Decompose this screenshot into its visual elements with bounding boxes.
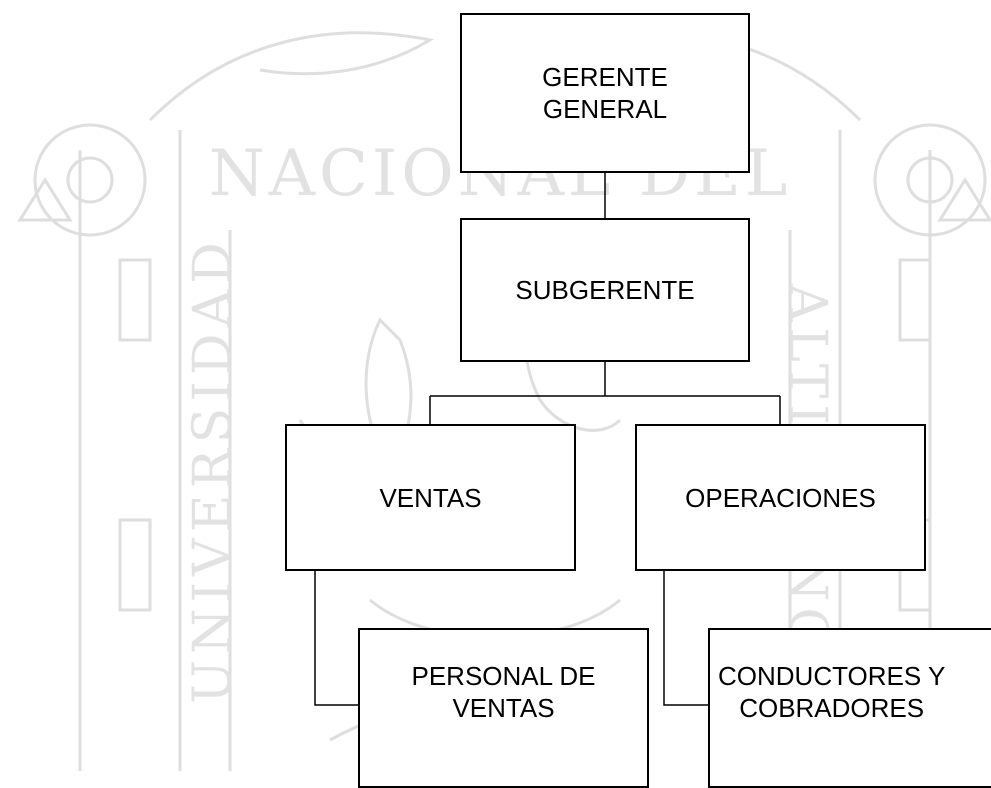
org-chart-connectors <box>314 173 781 706</box>
node-ventas: VENTAS <box>285 424 576 571</box>
edge-ventas-personal <box>314 571 358 706</box>
node-operaciones-label: OPERACIONES <box>685 482 876 513</box>
node-personal-ventas: PERSONAL DE VENTAS <box>358 628 649 788</box>
edge-operaciones-conductores <box>663 571 708 706</box>
node-conductores-label: CONDUCTORES Y COBRADORES <box>718 661 946 723</box>
node-operaciones: OPERACIONES <box>635 424 926 571</box>
node-gerente-general-label: GERENTE GENERAL <box>542 62 668 124</box>
node-gerente-general: GERENTE GENERAL <box>460 13 750 173</box>
node-subgerente: SUBGERENTE <box>460 218 750 362</box>
node-conductores-cobradores: CONDUCTORES Y COBRADORES <box>708 628 991 788</box>
node-subgerente-label: SUBGERENTE <box>515 275 695 305</box>
edge-subgerente-branches <box>429 362 781 424</box>
node-ventas-label: VENTAS <box>379 482 482 513</box>
watermark-left-text: UNIVERSIDAD <box>183 236 243 704</box>
node-personal-ventas-label: PERSONAL DE VENTAS <box>411 661 596 723</box>
